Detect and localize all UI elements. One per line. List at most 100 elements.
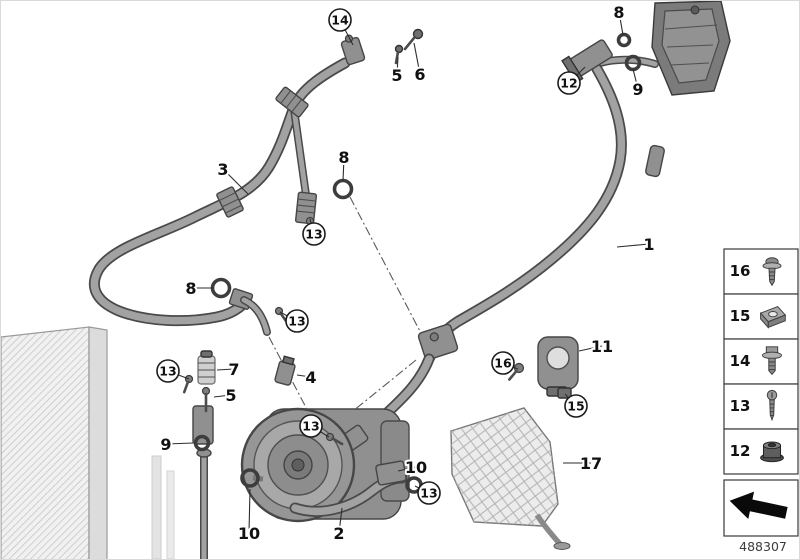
callout-13[interactable]: 13 (417, 481, 441, 505)
leader-line (296, 374, 312, 378)
callout-5[interactable]: 5 (223, 384, 238, 407)
screw-13 (325, 432, 344, 446)
svg-text:11: 11 (591, 337, 613, 356)
leader-line (578, 345, 603, 352)
leader-line (165, 442, 194, 445)
legend-item-12[interactable]: 12 (723, 428, 799, 475)
top-fittings (340, 28, 424, 66)
screw-13 (182, 374, 194, 394)
callout-3[interactable]: 3 (215, 158, 230, 181)
svg-text:15: 15 (567, 399, 584, 414)
svg-text:10: 10 (405, 458, 427, 477)
valve-4 (274, 355, 296, 386)
svg-text:6: 6 (414, 65, 425, 84)
svg-text:7: 7 (228, 360, 239, 379)
pipe-fitting-10 (375, 460, 407, 486)
svg-text:13: 13 (288, 314, 305, 329)
callout-5[interactable]: 5 (389, 64, 404, 87)
callout-15[interactable]: 15 (564, 394, 588, 418)
callout-17[interactable]: 17 (578, 452, 604, 475)
bolt-16 (508, 362, 525, 381)
stud-5 (394, 44, 404, 65)
svg-text:2: 2 (333, 524, 344, 543)
callout-6[interactable]: 6 (412, 63, 427, 86)
callout-11[interactable]: 11 (589, 335, 615, 358)
callout-13[interactable]: 13 (285, 309, 309, 333)
legend-label: 16 (730, 262, 751, 280)
svg-text:5: 5 (225, 386, 236, 405)
callout-13[interactable]: 13 (299, 414, 323, 438)
callout-13[interactable]: 13 (156, 359, 180, 383)
callout-8[interactable]: 8 (336, 146, 351, 169)
callout-10[interactable]: 10 (403, 456, 429, 479)
callout-4[interactable]: 4 (303, 366, 318, 389)
legend-item-14[interactable]: 14 (723, 338, 799, 385)
mounting-tab (645, 144, 665, 178)
legend-label: 14 (730, 352, 751, 370)
leader-line (618, 11, 624, 36)
refrigerant-line-1 (352, 32, 665, 448)
legend-label: 15 (730, 307, 751, 325)
engine-component (651, 1, 731, 96)
bracket-plate (192, 405, 214, 445)
holder-clip-11 (508, 336, 579, 399)
branch-coupling (294, 191, 318, 225)
screw-5 (201, 386, 211, 413)
leader-line (632, 68, 639, 90)
callout-14[interactable]: 14 (328, 8, 352, 32)
nut-15 (557, 387, 572, 399)
callout-8[interactable]: 8 (611, 1, 626, 24)
leader-line (616, 243, 650, 248)
junction-block (417, 323, 459, 361)
callout-8[interactable]: 8 (183, 277, 198, 300)
o-ring-8 (616, 32, 632, 48)
svg-text:12: 12 (560, 76, 577, 91)
callout-13[interactable]: 13 (302, 222, 326, 246)
svg-text:9: 9 (632, 80, 643, 99)
callout-10[interactable]: 10 (236, 522, 262, 545)
bushing-7 (197, 350, 216, 385)
leader-line (216, 368, 235, 371)
pressure-pipe-2 (289, 460, 423, 517)
o-ring-8 (332, 178, 354, 200)
svg-text:13: 13 (159, 364, 176, 379)
callout-16[interactable]: 16 (491, 351, 515, 375)
svg-text:13: 13 (302, 419, 319, 434)
legend-item-13[interactable]: 13 (723, 383, 799, 430)
o-ring-9 (193, 434, 211, 452)
hose-coupling (275, 86, 309, 118)
svg-text:5: 5 (391, 66, 402, 85)
callout-9[interactable]: 9 (630, 78, 645, 101)
callout-12[interactable]: 12 (557, 71, 581, 95)
svg-text:17: 17 (580, 454, 602, 473)
callout-9[interactable]: 9 (158, 433, 173, 456)
radiator (1, 326, 108, 559)
callout-7[interactable]: 7 (226, 358, 241, 381)
callout-1[interactable]: 1 (641, 233, 656, 256)
svg-text:14: 14 (331, 13, 349, 28)
leader-line (338, 507, 343, 534)
svg-text:3: 3 (217, 160, 228, 179)
leader-line (342, 156, 345, 182)
ac-compressor (240, 407, 410, 523)
legend-label: 13 (730, 397, 751, 415)
leader-line (213, 394, 232, 398)
hose-coupling (216, 186, 244, 218)
leader-line (396, 56, 399, 76)
svg-text:16: 16 (494, 356, 512, 371)
legend-item-16[interactable]: 16 (723, 248, 799, 295)
svg-text:1: 1 (643, 235, 654, 254)
diagram-number: 488307 (739, 539, 787, 554)
callout-2[interactable]: 2 (331, 522, 346, 545)
legend-item-15[interactable]: 15 (723, 293, 799, 340)
svg-text:10: 10 (238, 524, 260, 543)
suction-pipe-3 (89, 57, 354, 336)
leader-line (248, 488, 251, 534)
engine-bolt (690, 5, 700, 15)
background-pipes (151, 455, 175, 559)
fastener-legend: 16 15 14 13 12 488307 (723, 248, 799, 554)
svg-text:4: 4 (305, 368, 316, 387)
